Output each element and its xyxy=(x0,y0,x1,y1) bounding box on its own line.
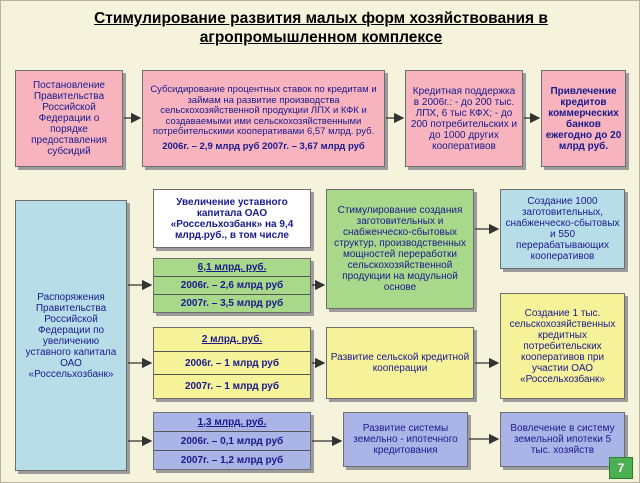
commercial-credits-box: Привлечение кредитов коммерческих банков… xyxy=(541,70,626,167)
program-text-2: Развитие сельской кредитной кооперации xyxy=(330,352,470,374)
funding-2007-1: 2007г. – 3,5 млрд руб xyxy=(154,294,310,312)
capital-increase-box: Увеличение уставного капитала ОАО «Россе… xyxy=(153,189,311,248)
subsidy-box: Субсидирование процентных ставок по кред… xyxy=(142,70,385,167)
subsidy-text: Субсидирование процентных ставок по кред… xyxy=(150,84,377,137)
decree-text: Постановление Правительства Российской Ф… xyxy=(31,80,107,157)
funding-amount-1: 6,1 млрд. руб. xyxy=(197,262,267,273)
result-box-1: Создание 1000 заготовительных, снабженче… xyxy=(500,189,625,269)
program-text-1: Стимулирование создания заготовительных … xyxy=(334,205,466,293)
result-text-1: Создание 1000 заготовительных, снабженче… xyxy=(505,196,620,262)
program-box-2: Развитие сельской кредитной кооперации xyxy=(326,327,474,399)
credit-support-text: Кредитная поддержка в 2006г.: - до 200 т… xyxy=(410,85,518,152)
credit-support-box: Кредитная поддержка в 2006г.: - до 200 т… xyxy=(405,70,523,167)
capital-increase-text: Увеличение уставного капитала ОАО «Россе… xyxy=(170,196,294,241)
page-title: Стимулирование развития малых форм хозяй… xyxy=(94,10,548,46)
funding-amount-2: 2 млрд. руб. xyxy=(201,333,263,345)
result-text-3: Вовлечение в систему земельной ипотеки 5… xyxy=(510,423,615,456)
page-number: 7 xyxy=(609,457,633,479)
funding-amount-3: 1,3 млрд. руб. xyxy=(197,416,267,428)
result-box-3: Вовлечение в систему земельной ипотеки 5… xyxy=(500,412,625,467)
result-text-2: Создание 1 тыс. сельскохозяйственных кре… xyxy=(509,307,616,385)
funding-2006-2: 2006г. – 1 млрд руб xyxy=(154,350,310,375)
funding-box-1: 6,1 млрд. руб. 2006г. – 2,6 млрд руб 200… xyxy=(153,258,311,313)
subsidy-years: 2006г. – 2,9 млрд руб 2007г. – 3,67 млрд… xyxy=(162,140,365,152)
program-text-3: Развитие системы земельно - ипотечного к… xyxy=(353,423,458,456)
result-box-2: Создание 1 тыс. сельскохозяйственных кре… xyxy=(500,293,625,399)
orders-text: Распоряжения Правительства Российской Фе… xyxy=(25,291,117,380)
funding-2007-2: 2007г. – 1 млрд руб xyxy=(154,374,310,398)
funding-2006-3: 2006г. – 0,1 млрд руб xyxy=(154,431,310,450)
funding-2006-1: 2006г. – 2,6 млрд руб xyxy=(154,276,310,294)
funding-2007-3: 2007г. – 1,2 млрд руб xyxy=(154,450,310,469)
funding-box-3: 1,3 млрд. руб. 2006г. – 0,1 млрд руб 200… xyxy=(153,412,311,470)
funding-box-2: 2 млрд. руб. 2006г. – 1 млрд руб 2007г. … xyxy=(153,327,311,399)
commercial-credits-text: Привлечение кредитов коммерческих банков… xyxy=(545,85,622,152)
program-box-3: Развитие системы земельно - ипотечного к… xyxy=(343,412,468,467)
orders-box: Распоряжения Правительства Российской Фе… xyxy=(15,200,127,471)
program-box-1: Стимулирование создания заготовительных … xyxy=(326,189,474,309)
decree-box: Постановление Правительства Российской Ф… xyxy=(15,70,123,167)
